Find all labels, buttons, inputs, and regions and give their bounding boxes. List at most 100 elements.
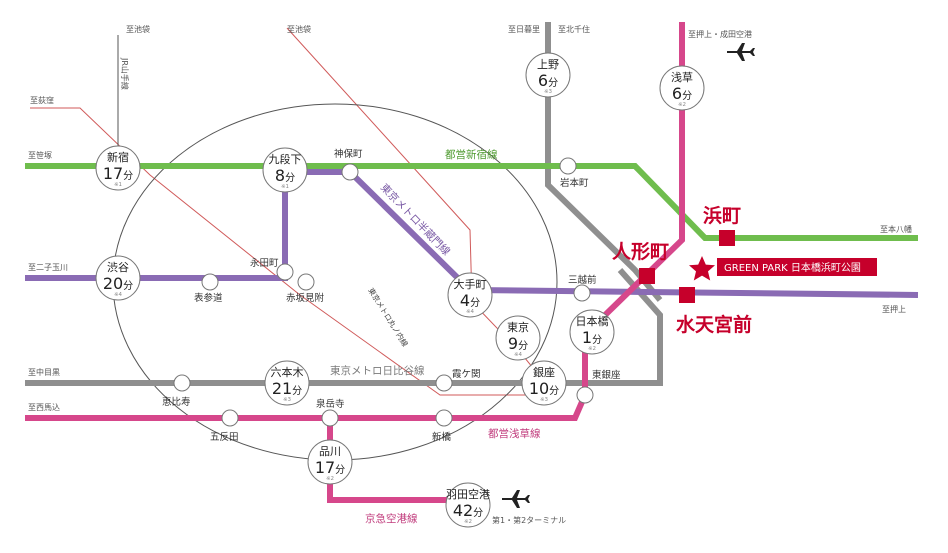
star-icon [689, 256, 715, 281]
station-omotesando [201, 273, 219, 291]
hub-name: 東京 [507, 320, 529, 334]
hub-note: ※4 [114, 292, 123, 298]
hub-circle [307, 439, 353, 485]
airplane-icon [502, 490, 530, 508]
name-iwamotocho: 岩本町 [560, 177, 589, 189]
label-asakusa: 都営浅草線 [488, 427, 541, 440]
hub-circle [495, 315, 541, 361]
dest-oshiage: 至押上 [882, 304, 906, 314]
hub-name: 品川 [319, 445, 341, 458]
station-iwamotocho [559, 157, 577, 175]
hub-name: 上野 [537, 58, 559, 71]
dest-nippori: 至日暮里 [508, 24, 540, 34]
hub-circle [95, 255, 141, 301]
hub-minutes: 20 [103, 274, 123, 293]
hub-note: ※3 [283, 397, 292, 403]
hub-minutes: 4 [460, 291, 470, 310]
hub-travel-time: 1分 [582, 328, 602, 347]
name-omotesando: 表参道 [194, 292, 223, 304]
hub-name: 銀座 [533, 365, 555, 379]
dest-ikebukuro: 至池袋 [126, 24, 150, 34]
hub-name: 渋谷 [107, 261, 129, 274]
hub-unit: 分 [518, 340, 528, 352]
hub-circle [569, 309, 615, 355]
hub-name: 大手町 [454, 277, 487, 291]
airplane-icon [727, 43, 755, 61]
hub-travel-time: 9分 [508, 334, 528, 353]
toei-shinjuku-line [25, 163, 918, 241]
name-higashiginza: 東銀座 [592, 369, 621, 381]
name-sengakuji: 泉岳寺 [316, 398, 345, 410]
hub-travel-time: 20分 [103, 274, 133, 293]
station-higashiginza [576, 386, 594, 404]
name-shimbashi: 新橋 [432, 431, 452, 443]
dest-oshiage-narita: 至押上・成田空港 [688, 29, 752, 39]
hub-minutes: 6 [538, 71, 548, 90]
small-stations [173, 157, 594, 427]
haneda-terminal: 第1・第2ターミナル [492, 515, 566, 525]
hub-minutes: 1 [582, 328, 592, 347]
station-kasumigaseki [435, 374, 453, 392]
ginza-line [545, 22, 663, 302]
label-hanzomon: 東京メトロ半蔵門線 [378, 181, 453, 258]
hub-note: ※2 [678, 102, 686, 108]
hub-note: ※2 [326, 476, 334, 482]
hub-name: 九段下 [269, 152, 302, 166]
hub-circle [521, 360, 567, 406]
station-akasakamitsuke [297, 273, 315, 291]
label-keikyu: 京急空港線 [365, 512, 418, 525]
hub-travel-time: 4分 [460, 291, 480, 310]
name-mitsukoshimae: 三越前 [568, 274, 597, 286]
hub-circle [659, 65, 705, 111]
name-ebisu: 恵比寿 [162, 396, 191, 408]
hub-unit: 分 [470, 297, 480, 309]
hub-travel-time: 21分 [272, 379, 302, 398]
hub-note: ※1 [281, 184, 289, 190]
hub-unit: 分 [123, 280, 133, 292]
hub-circle [447, 272, 493, 318]
hub-travel-time: 17分 [103, 164, 133, 183]
hub-unit: 分 [285, 172, 295, 184]
hub-circle [95, 145, 141, 191]
station-jimbocho [341, 163, 359, 181]
hub-circle [525, 52, 571, 98]
hub-name: 浅草 [671, 71, 693, 84]
hub-note: ※1 [114, 182, 122, 188]
hub-unit: 分 [473, 507, 483, 519]
hub-minutes: 8 [275, 166, 285, 185]
hub-name: 新宿 [107, 150, 129, 164]
name-suitengumae: 水天宮前 [676, 313, 752, 336]
label-yamanote: JR山手線 [120, 57, 130, 90]
hub-minutes: 21 [272, 379, 292, 398]
hub-stations: 新宿17分※1九段下8分※1渋谷20分※4大手町4分※4東京9分※4上野6分※3… [95, 52, 705, 528]
hub-travel-time: 42分 [453, 501, 483, 520]
hub-unit: 分 [123, 170, 133, 182]
hub-minutes: 6 [672, 84, 682, 103]
hub-circle [445, 482, 491, 528]
station-ningyocho-marker [639, 268, 655, 284]
marunouchi-line [30, 27, 556, 396]
station-mitsukoshimae [573, 284, 591, 302]
hub-note: ※3 [540, 397, 549, 403]
hub-note: ※4 [514, 352, 523, 358]
dest-futakotamagawa: 至二子玉川 [28, 263, 68, 272]
dest-kitasenju: 至北千住 [558, 24, 590, 34]
name-hamacho: 浜町 [703, 205, 741, 227]
hub-circle [262, 147, 308, 193]
station-hamacho-marker [719, 230, 735, 246]
name-akasakamitsuke: 赤坂見附 [286, 292, 325, 304]
dest-ikebukuro-2: 至池袋 [287, 24, 311, 34]
hub-circle [264, 360, 310, 406]
dest-nishimagome: 至西馬込 [28, 403, 60, 412]
hub-name: 六本木 [271, 365, 304, 379]
hub-name: 日本橋 [576, 314, 609, 328]
